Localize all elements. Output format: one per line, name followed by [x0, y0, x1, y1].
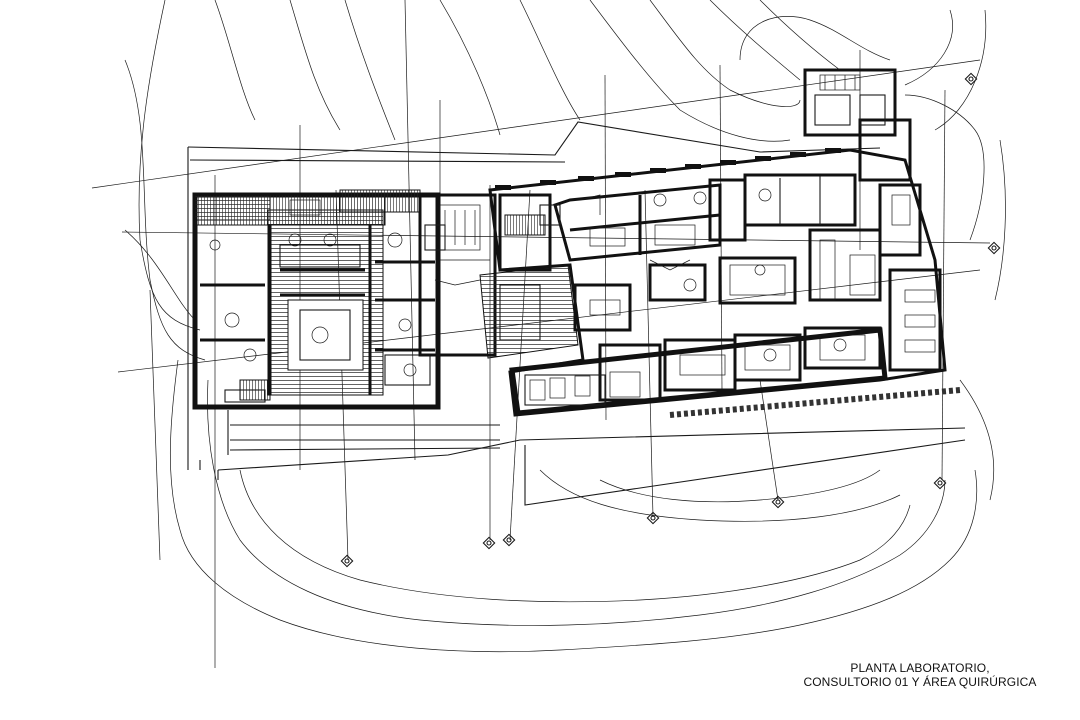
axis-marker	[502, 533, 516, 547]
drawing-caption: PLANTA LABORATORIO, CONSULTORIO 01 Y ÁRE…	[790, 661, 1050, 689]
axis-marker	[771, 495, 785, 509]
axis-marker	[933, 476, 947, 490]
axis-marker	[482, 536, 496, 550]
axis-marker	[646, 511, 660, 525]
site-boundary	[187, 121, 966, 506]
central-link	[418, 193, 497, 357]
grid-axis-lines	[91, 0, 991, 668]
caption-line-1: PLANTA LABORATORIO,	[850, 661, 990, 675]
axis-markers	[340, 72, 1001, 568]
right-wing	[479, 68, 947, 417]
caption-line-2: CONSULTORIO 01 Y ÁREA QUIRÚRGICA	[803, 675, 1037, 689]
left-wing	[192, 189, 441, 410]
axis-marker	[340, 554, 354, 568]
contour-lines	[124, 0, 1006, 653]
axis-marker	[964, 72, 978, 86]
facade-windows	[495, 148, 841, 190]
axis-marker	[987, 241, 1001, 255]
